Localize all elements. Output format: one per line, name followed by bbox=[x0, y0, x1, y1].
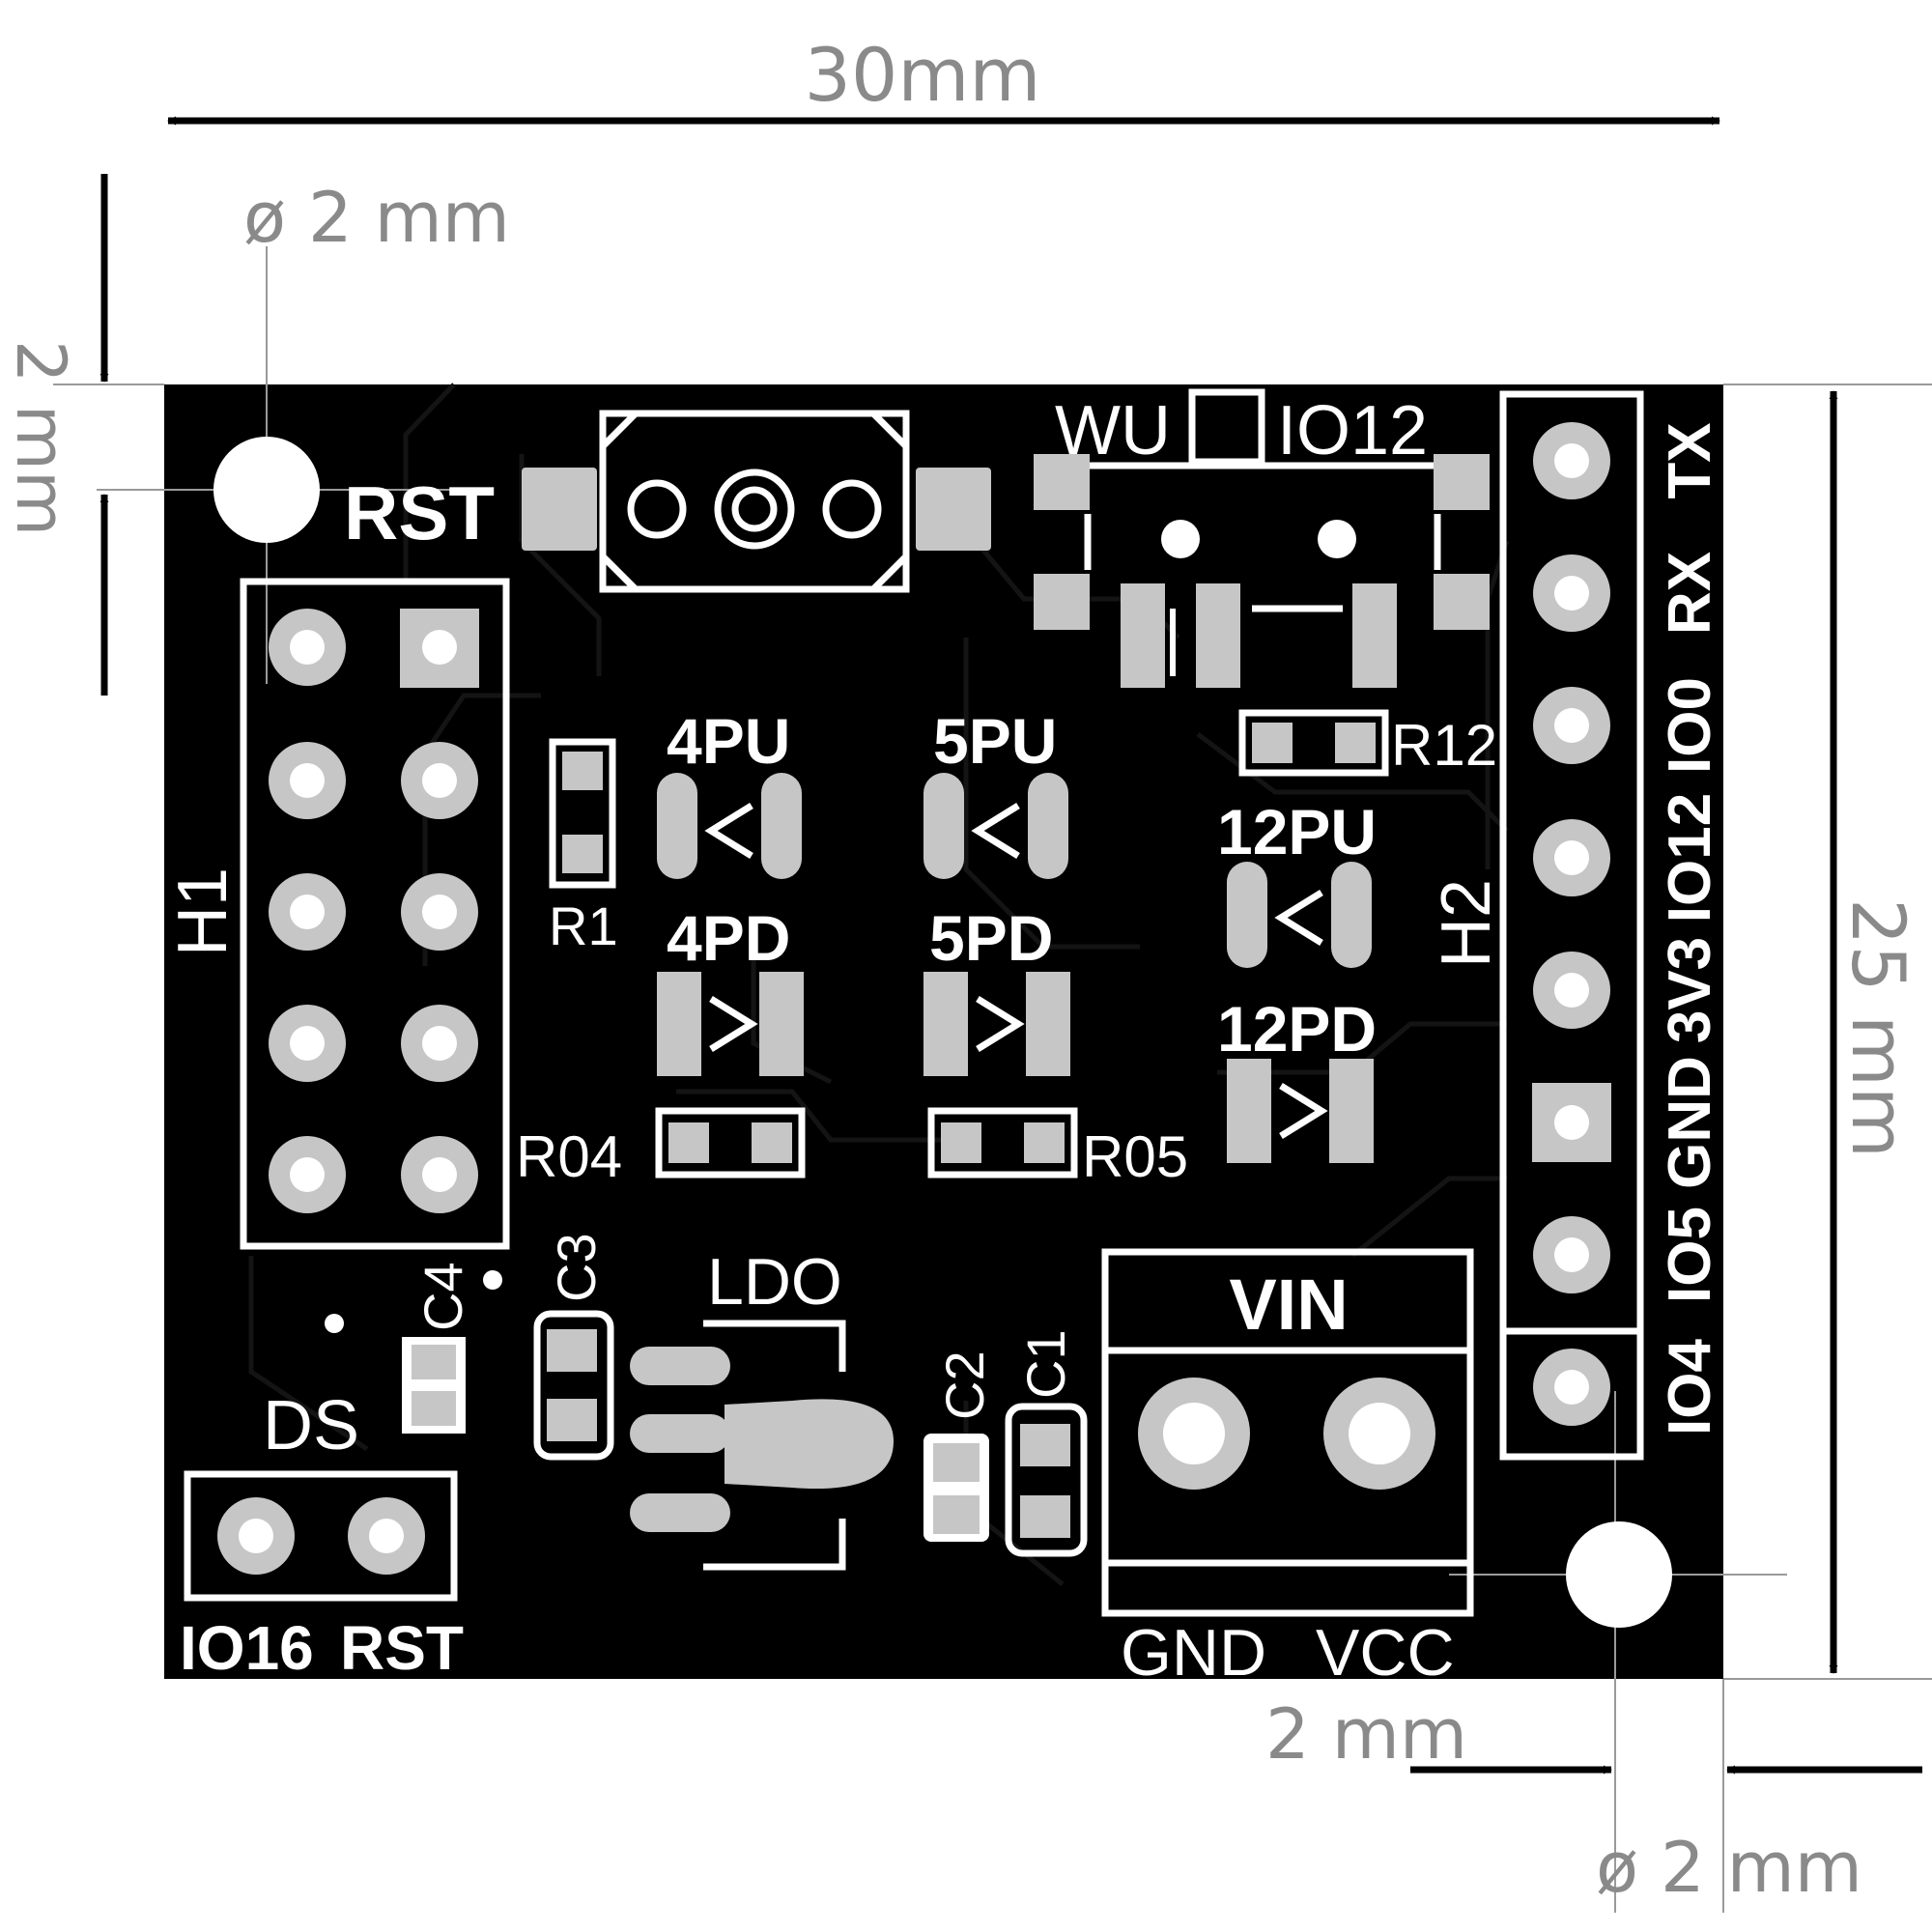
h1-pins bbox=[269, 609, 479, 1213]
h1-header-outline bbox=[240, 578, 510, 1250]
5pu-jumper bbox=[923, 773, 1068, 879]
r1-resistor bbox=[549, 738, 616, 889]
ds-label: DS bbox=[263, 1387, 359, 1464]
h2-pin-label: TX bbox=[1657, 422, 1723, 498]
5pd-label: 5PD bbox=[929, 902, 1053, 974]
r1-label: R1 bbox=[549, 895, 618, 956]
mounting-hole-top-left bbox=[213, 437, 320, 543]
5pu-label: 5PU bbox=[933, 705, 1057, 777]
4pd-jumper bbox=[657, 972, 804, 1076]
h2-pin-label: GND bbox=[1657, 1056, 1723, 1189]
ds-rst-label: RST bbox=[340, 1613, 464, 1683]
r05-label: R05 bbox=[1082, 1124, 1188, 1189]
h2-pin-label: 3V3 bbox=[1657, 937, 1723, 1043]
r05-resistor bbox=[927, 1107, 1078, 1179]
h2-pin-labels: TX RX IO0 IO12 3V3 GND IO5 IO4 bbox=[1657, 422, 1723, 1435]
c3-label: C3 bbox=[546, 1233, 607, 1302]
h2-pin-label: IO12 bbox=[1657, 793, 1723, 923]
height-dimension: 25 mm bbox=[1835, 898, 1921, 1158]
c1-capacitor bbox=[1005, 1403, 1088, 1557]
r04-resistor bbox=[655, 1107, 806, 1179]
12pd-jumper bbox=[1227, 1059, 1374, 1163]
h2-pin-label: IO0 bbox=[1657, 677, 1723, 774]
gnd-label: GND bbox=[1121, 1616, 1266, 1690]
h2-pin-label: IO5 bbox=[1657, 1207, 1723, 1303]
4pu-jumper bbox=[657, 773, 802, 879]
io16-label: IO16 bbox=[180, 1613, 314, 1683]
ldo-regulator bbox=[630, 1320, 894, 1571]
c4-label: C4 bbox=[412, 1262, 473, 1331]
ds-connector bbox=[184, 1470, 458, 1602]
mounting-hole-bottom-right bbox=[1566, 1521, 1672, 1628]
ldo-label: LDO bbox=[707, 1245, 842, 1319]
12pu-label: 12PU bbox=[1217, 796, 1377, 867]
dimensions: 30mm ø 2 mm 2 mm 25 mm 2 mm ø 2 mm bbox=[1, 32, 1932, 1913]
h2-header-outline bbox=[1499, 390, 1644, 1461]
c2-capacitor bbox=[923, 1434, 989, 1542]
12pd-label: 12PD bbox=[1217, 993, 1377, 1065]
r12-resistor bbox=[1238, 709, 1389, 777]
h2-label: H2 bbox=[1428, 879, 1505, 968]
vcc-label: VCC bbox=[1316, 1616, 1455, 1690]
c2-label: C2 bbox=[934, 1350, 995, 1420]
vin-terminal-block bbox=[1101, 1248, 1474, 1617]
rst-button-label: RST bbox=[344, 470, 495, 555]
rst-button bbox=[522, 410, 991, 593]
c3-capacitor bbox=[533, 1310, 614, 1461]
h2-pin-label: IO4 bbox=[1657, 1339, 1723, 1435]
h2-pin-label: RX bbox=[1657, 552, 1723, 635]
io12-label: IO12 bbox=[1277, 392, 1428, 469]
left-margin-dimension: 2 mm bbox=[1, 340, 80, 536]
bottom-margin-dimension: 2 mm bbox=[1265, 1693, 1467, 1775]
vin-label: VIN bbox=[1229, 1264, 1348, 1345]
width-dimension: 30mm bbox=[805, 32, 1041, 118]
c1-label: C1 bbox=[1015, 1329, 1076, 1399]
c4-capacitor bbox=[402, 1337, 466, 1434]
h2-pins bbox=[1532, 422, 1611, 1426]
12pu-jumper bbox=[1227, 862, 1372, 968]
top-hole-diameter: ø 2 mm bbox=[243, 177, 510, 258]
bottom-hole-diameter: ø 2 mm bbox=[1596, 1827, 1862, 1908]
5pd-jumper bbox=[923, 972, 1070, 1076]
4pd-label: 4PD bbox=[667, 902, 790, 974]
4pu-label: 4PU bbox=[667, 705, 790, 777]
r04-label: R04 bbox=[516, 1124, 622, 1189]
r12-label: R12 bbox=[1391, 713, 1497, 778]
h1-label: H1 bbox=[164, 867, 242, 956]
wu-io12-switch bbox=[1034, 388, 1490, 688]
